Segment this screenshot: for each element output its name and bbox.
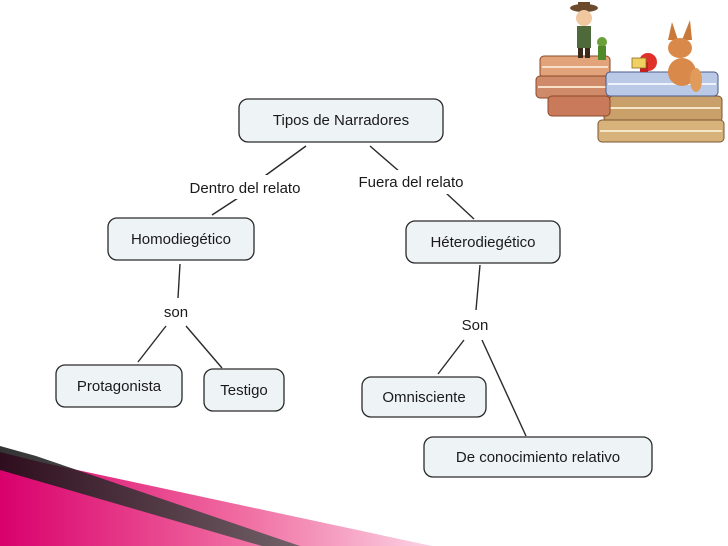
- link-son-protagonista: [137, 325, 167, 363]
- link-label-fuera: Fuera del relato: [358, 174, 463, 191]
- links: [137, 145, 527, 437]
- link-root-fuera: [369, 145, 401, 173]
- link-label-son-upper: Son: [462, 317, 489, 334]
- node-testigo: Testigo: [203, 368, 285, 412]
- link-son-testigo: [185, 325, 223, 369]
- node-relativo-label: De conocimiento relativo: [456, 449, 620, 466]
- node-omnisciente: Omnisciente: [361, 376, 487, 418]
- node-homodiegetico: Homodiegético: [107, 217, 255, 261]
- link-homo-son: [177, 263, 181, 299]
- link-label-son-lower: son: [164, 304, 188, 321]
- node-hetero-label: Héterodiegético: [430, 234, 535, 251]
- node-heterodiegetico: Héterodiegético: [405, 220, 561, 264]
- node-testigo-label: Testigo: [220, 382, 268, 399]
- node-root: Tipos de Narradores: [238, 98, 444, 143]
- link-hetero-son: [475, 264, 481, 311]
- node-conocimiento-relativo: De conocimiento relativo: [423, 436, 653, 478]
- link-fuera-hetero: [445, 192, 475, 220]
- node-protagonista-label: Protagonista: [77, 378, 162, 395]
- link-son-omnisciente: [437, 339, 465, 375]
- books-illustration: [535, 2, 725, 143]
- node-protagonista: Protagonista: [55, 364, 183, 408]
- link-root-dentro: [261, 145, 307, 179]
- node-root-label: Tipos de Narradores: [273, 112, 409, 129]
- link-labels: Dentro del relato Fuera del relato son S…: [156, 170, 496, 337]
- link-dentro-homo: [211, 197, 239, 216]
- node-omnisciente-label: Omnisciente: [382, 389, 465, 406]
- node-homo-label: Homodiegético: [131, 231, 231, 248]
- link-label-dentro: Dentro del relato: [190, 180, 301, 197]
- link-son-relativo: [481, 339, 527, 437]
- decorative-banner: [0, 446, 432, 546]
